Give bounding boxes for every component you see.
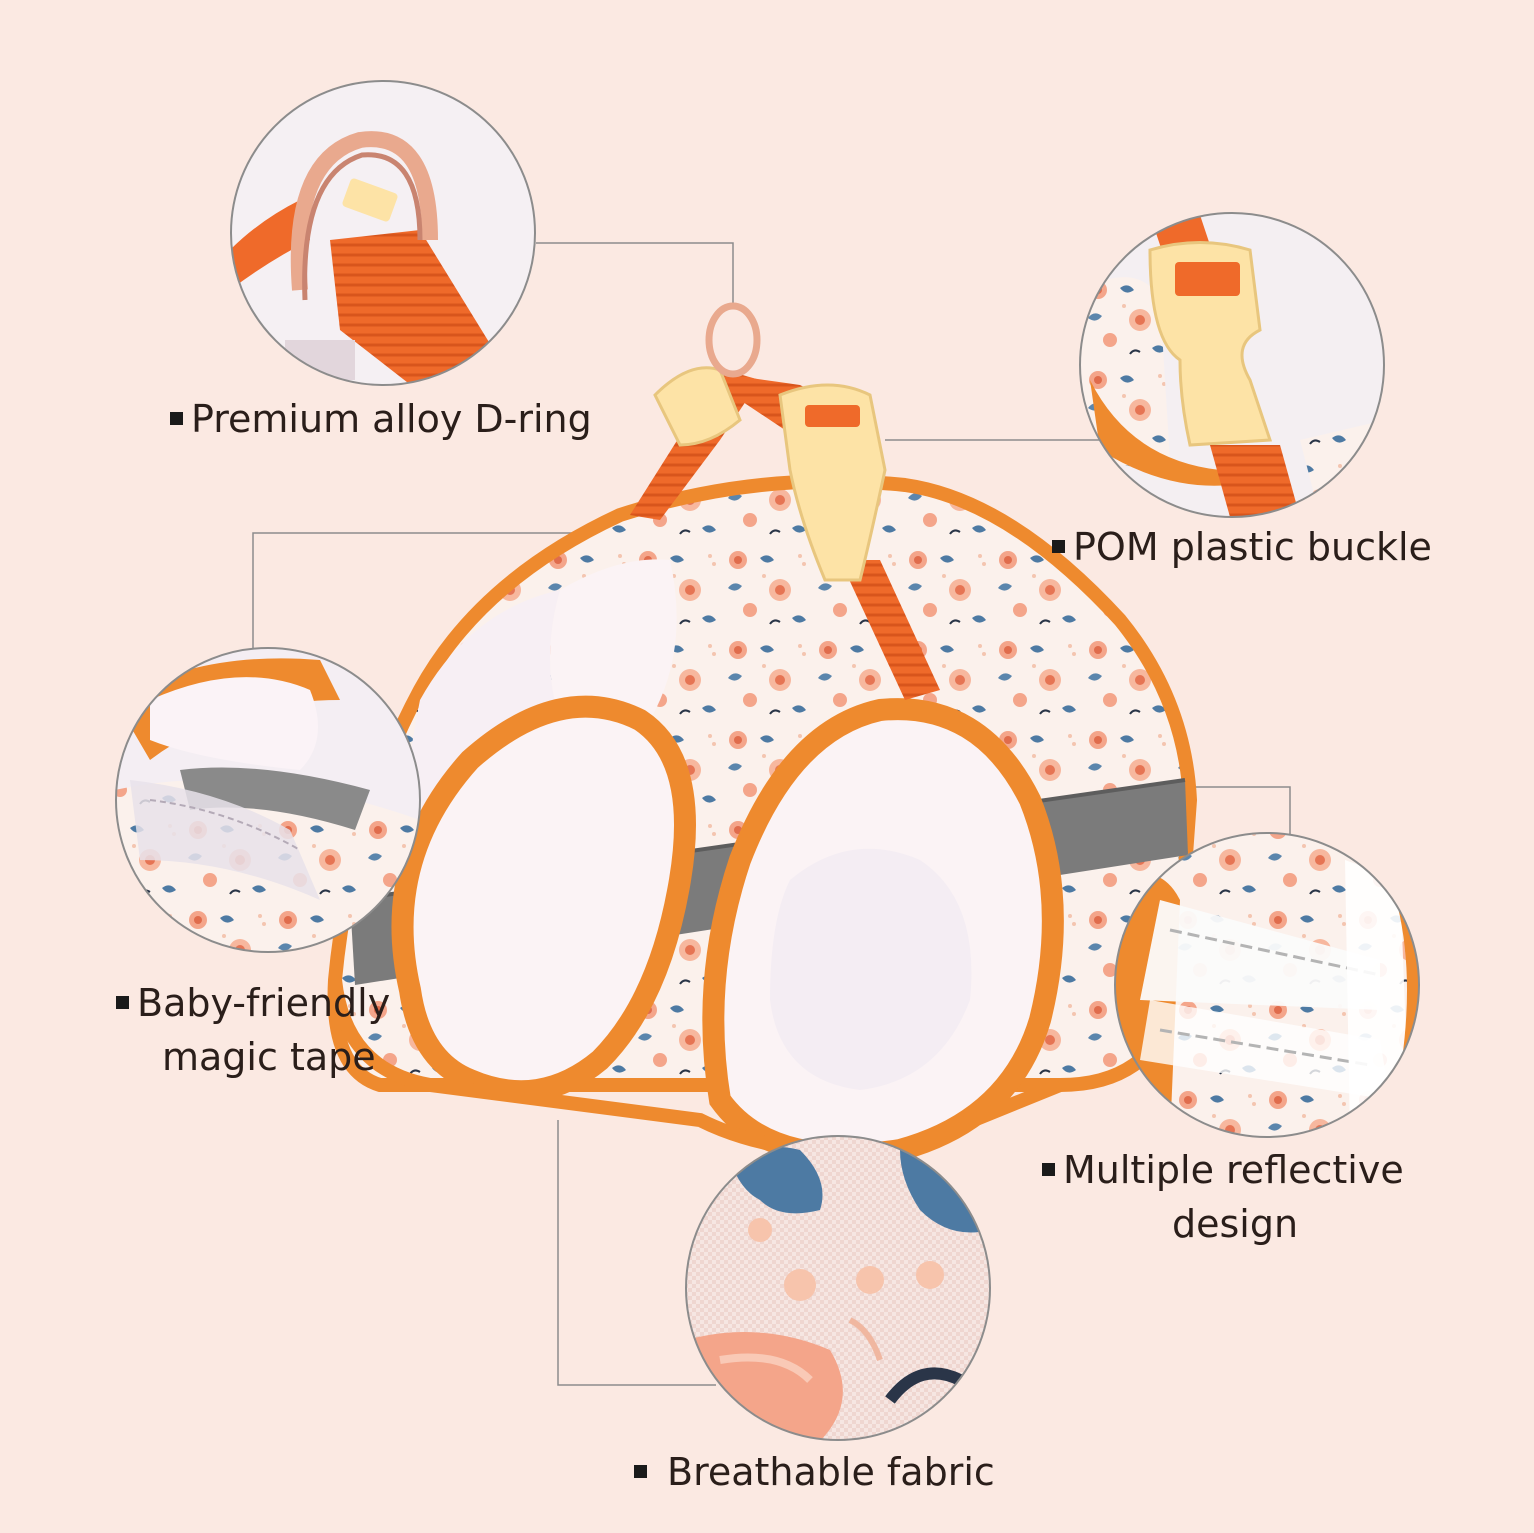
bullet-icon [116,996,129,1009]
connector-lines [252,242,1291,1386]
detail-circle-d-ring [230,80,536,386]
detail-circle-reflective [1114,832,1420,1138]
harness [327,302,1197,1166]
detail-circle-fabric [685,1135,991,1441]
bullet-icon [1052,540,1065,553]
feature-label-reflective: Multiple reflective design [1042,1143,1404,1251]
feature-label-fabric: Breathable fabric [634,1445,995,1499]
feature-label-buckle: POM plastic buckle [1052,520,1432,574]
bullet-icon [170,412,183,425]
bullet-icon [634,1465,647,1478]
feature-label-magic-tape: Baby-friendly magic tape [116,976,390,1084]
detail-circle-magic-tape [115,647,421,953]
bullet-icon [1042,1163,1055,1176]
feature-label-d-ring: Premium alloy D-ring [170,392,592,446]
detail-circle-buckle [1079,212,1385,518]
